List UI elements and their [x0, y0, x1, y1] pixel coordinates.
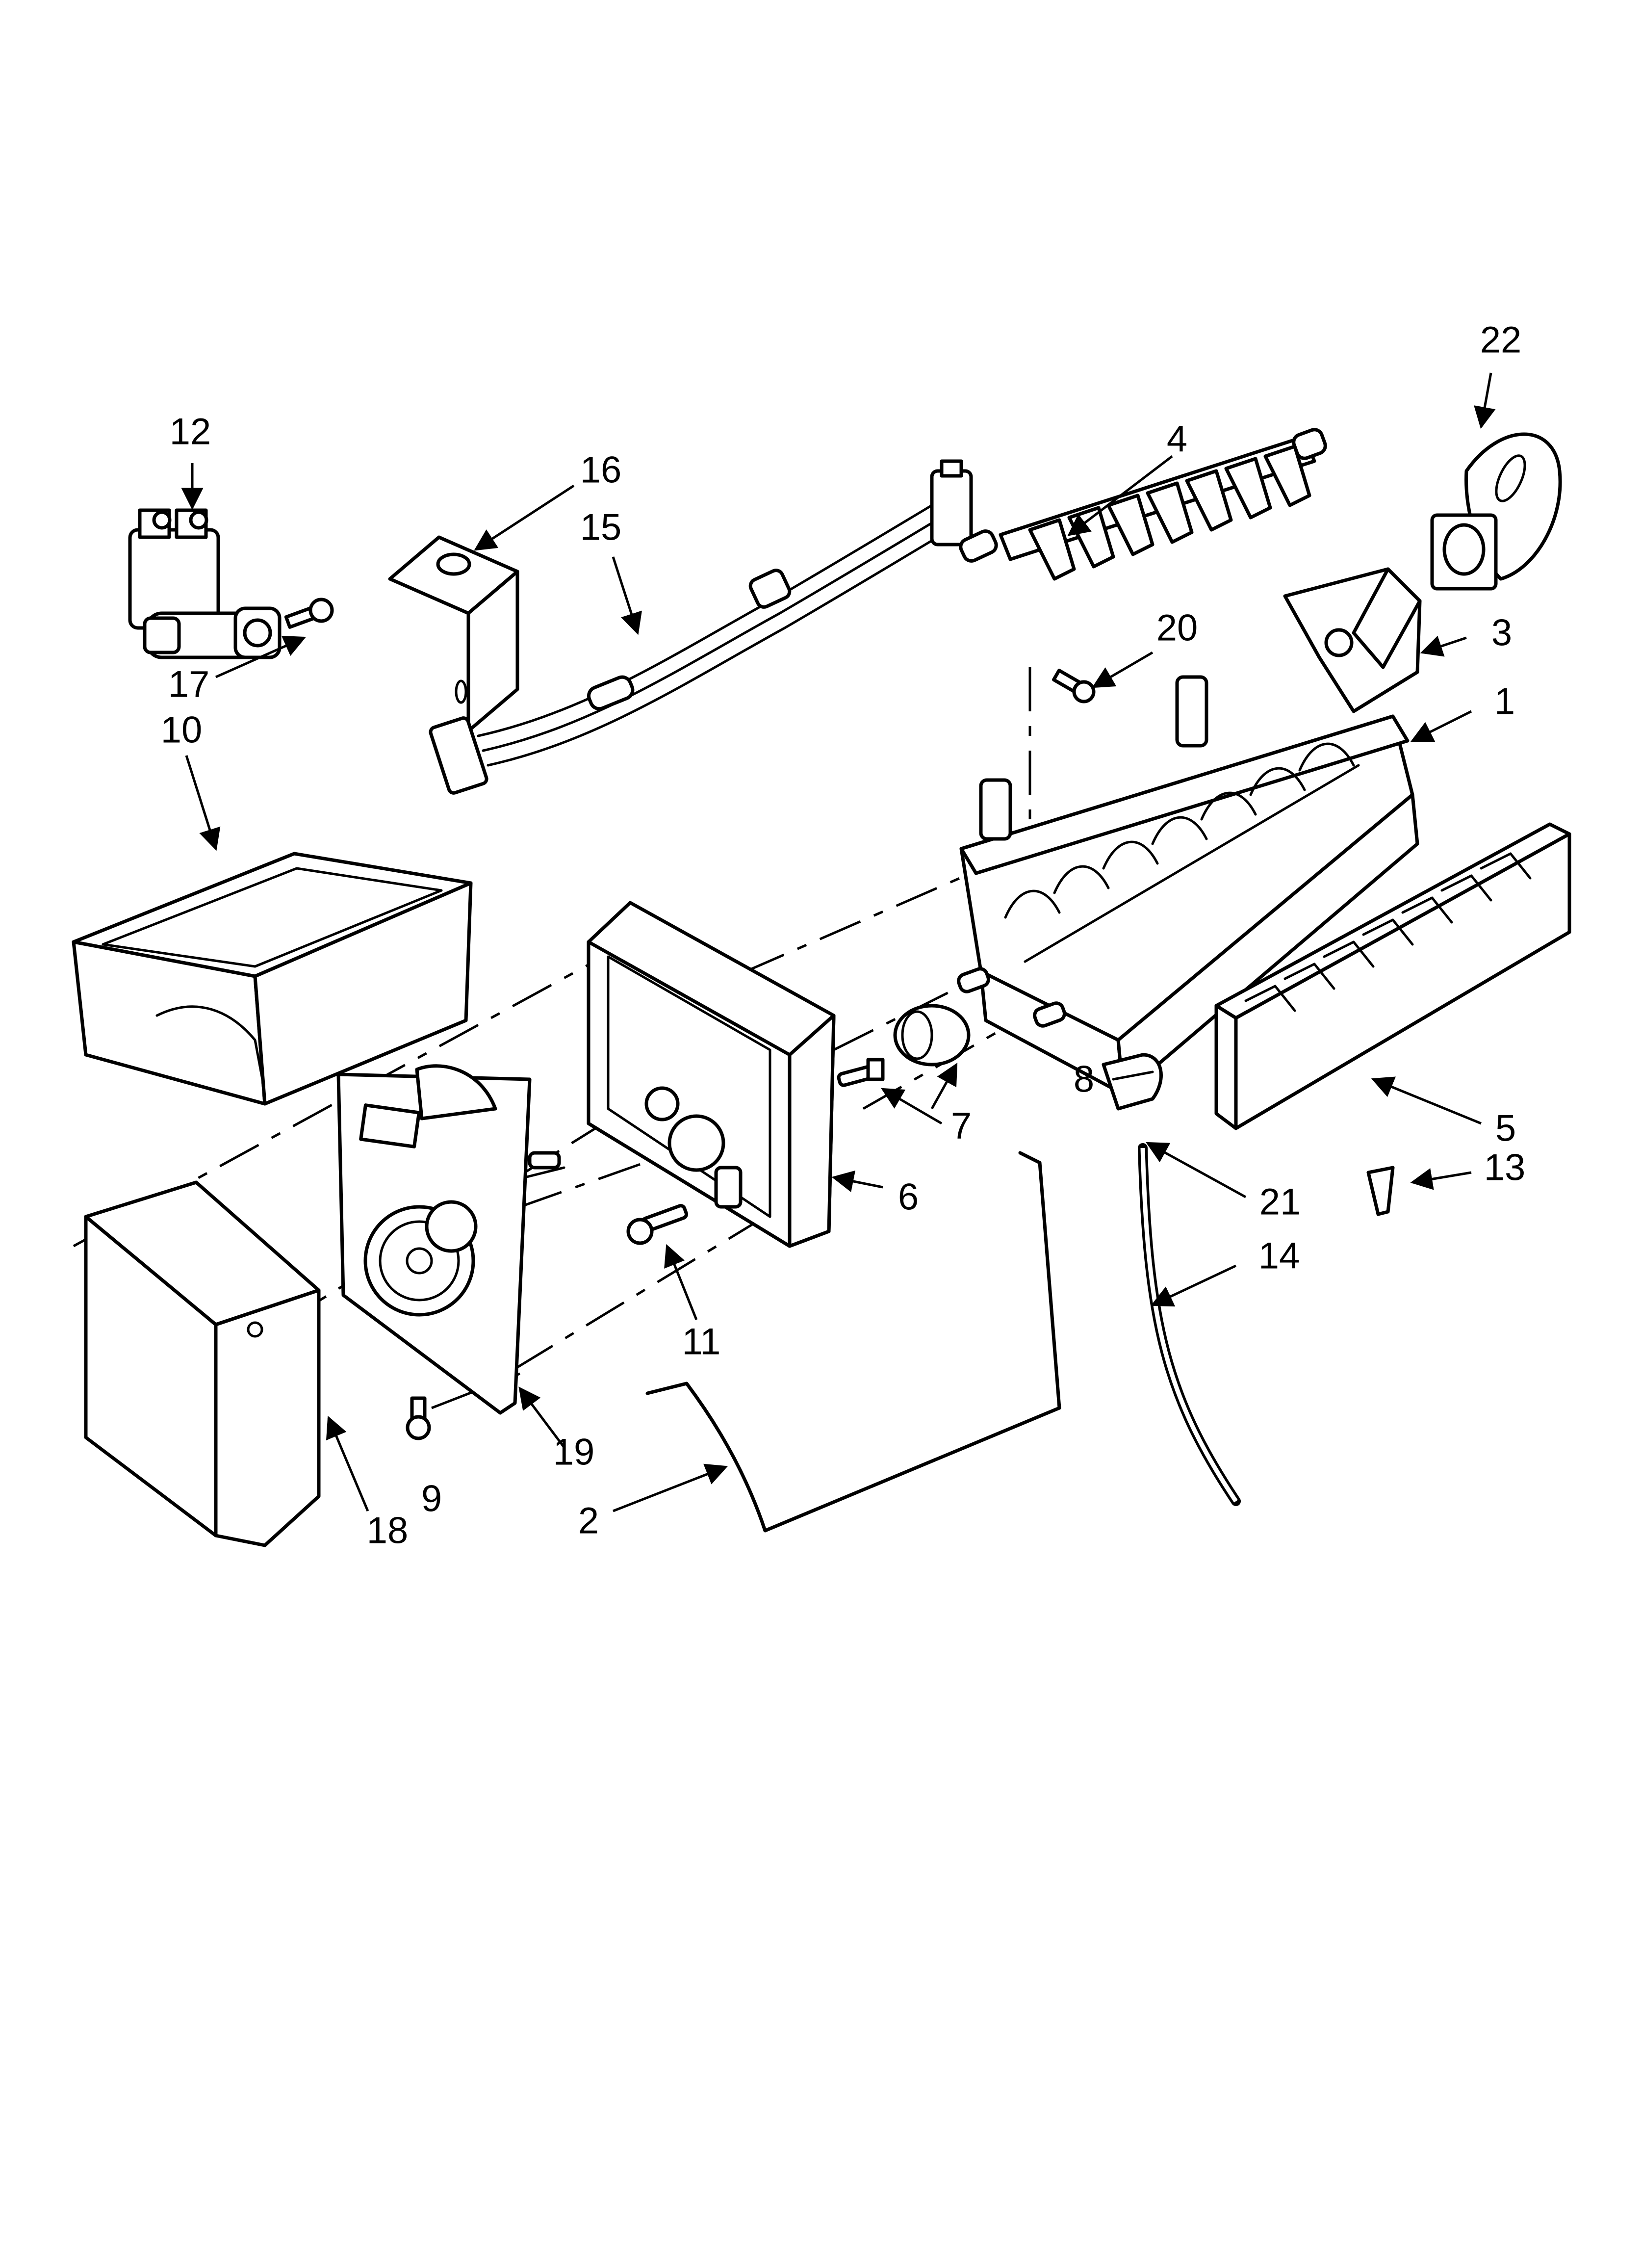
callout-11: 11 — [682, 1321, 721, 1363]
callout-2: 2 — [578, 1500, 599, 1542]
part-8-thermostat — [893, 967, 1066, 1067]
callout-10: 10 — [161, 709, 203, 751]
part-22-cover — [1430, 432, 1562, 591]
callout-8: 8 — [1074, 1059, 1094, 1100]
part-10-ice-bin — [72, 852, 473, 1106]
callout-7: 7 — [951, 1105, 972, 1147]
part-9-screw — [406, 1396, 431, 1440]
part-13-plug — [1366, 1166, 1395, 1216]
part-7-shaft — [837, 1058, 885, 1087]
callout-12: 12 — [170, 411, 211, 453]
part-11-screw — [626, 1204, 688, 1245]
part-6-housing — [587, 901, 836, 1248]
part-12-water-valve — [128, 508, 282, 659]
part-2-bail-arm — [645, 1151, 1061, 1533]
callout-13: 13 — [1484, 1147, 1526, 1189]
callout-18: 18 — [367, 1510, 409, 1552]
callout-1: 1 — [1494, 681, 1515, 723]
part-5-stripper — [1214, 822, 1571, 1130]
callout-4: 4 — [1167, 418, 1187, 460]
part-15-wire-harness — [429, 459, 973, 795]
part-14-fill-tube — [1138, 1143, 1241, 1506]
leader-lines — [181, 372, 1496, 1512]
callout-5: 5 — [1495, 1108, 1516, 1149]
callout-16: 16 — [580, 449, 622, 491]
part-3-bracket — [1283, 567, 1422, 713]
callout-6: 6 — [898, 1176, 919, 1218]
callout-14: 14 — [1258, 1235, 1300, 1277]
callout-15: 15 — [580, 507, 622, 548]
callout-labels: 1 2 3 4 5 6 7 8 9 10 11 12 13 14 15 16 1… — [161, 319, 1526, 1552]
callout-17: 17 — [168, 664, 210, 705]
callout-3: 3 — [1491, 612, 1512, 654]
part-16-bracket — [388, 535, 519, 733]
part-21-clip — [1102, 1053, 1163, 1111]
part-18-module-cover — [84, 1180, 321, 1547]
callout-22: 22 — [1480, 319, 1522, 361]
part-4-ejector — [959, 428, 1327, 581]
part-1-mold — [959, 675, 1419, 1096]
callout-19: 19 — [553, 1432, 595, 1473]
callout-20: 20 — [1156, 607, 1198, 649]
callout-21: 21 — [1259, 1181, 1301, 1223]
callout-9: 9 — [421, 1478, 442, 1520]
part-20-screw — [1052, 668, 1096, 704]
part-19-control-module — [336, 1064, 565, 1415]
part-17-screw — [284, 598, 334, 629]
